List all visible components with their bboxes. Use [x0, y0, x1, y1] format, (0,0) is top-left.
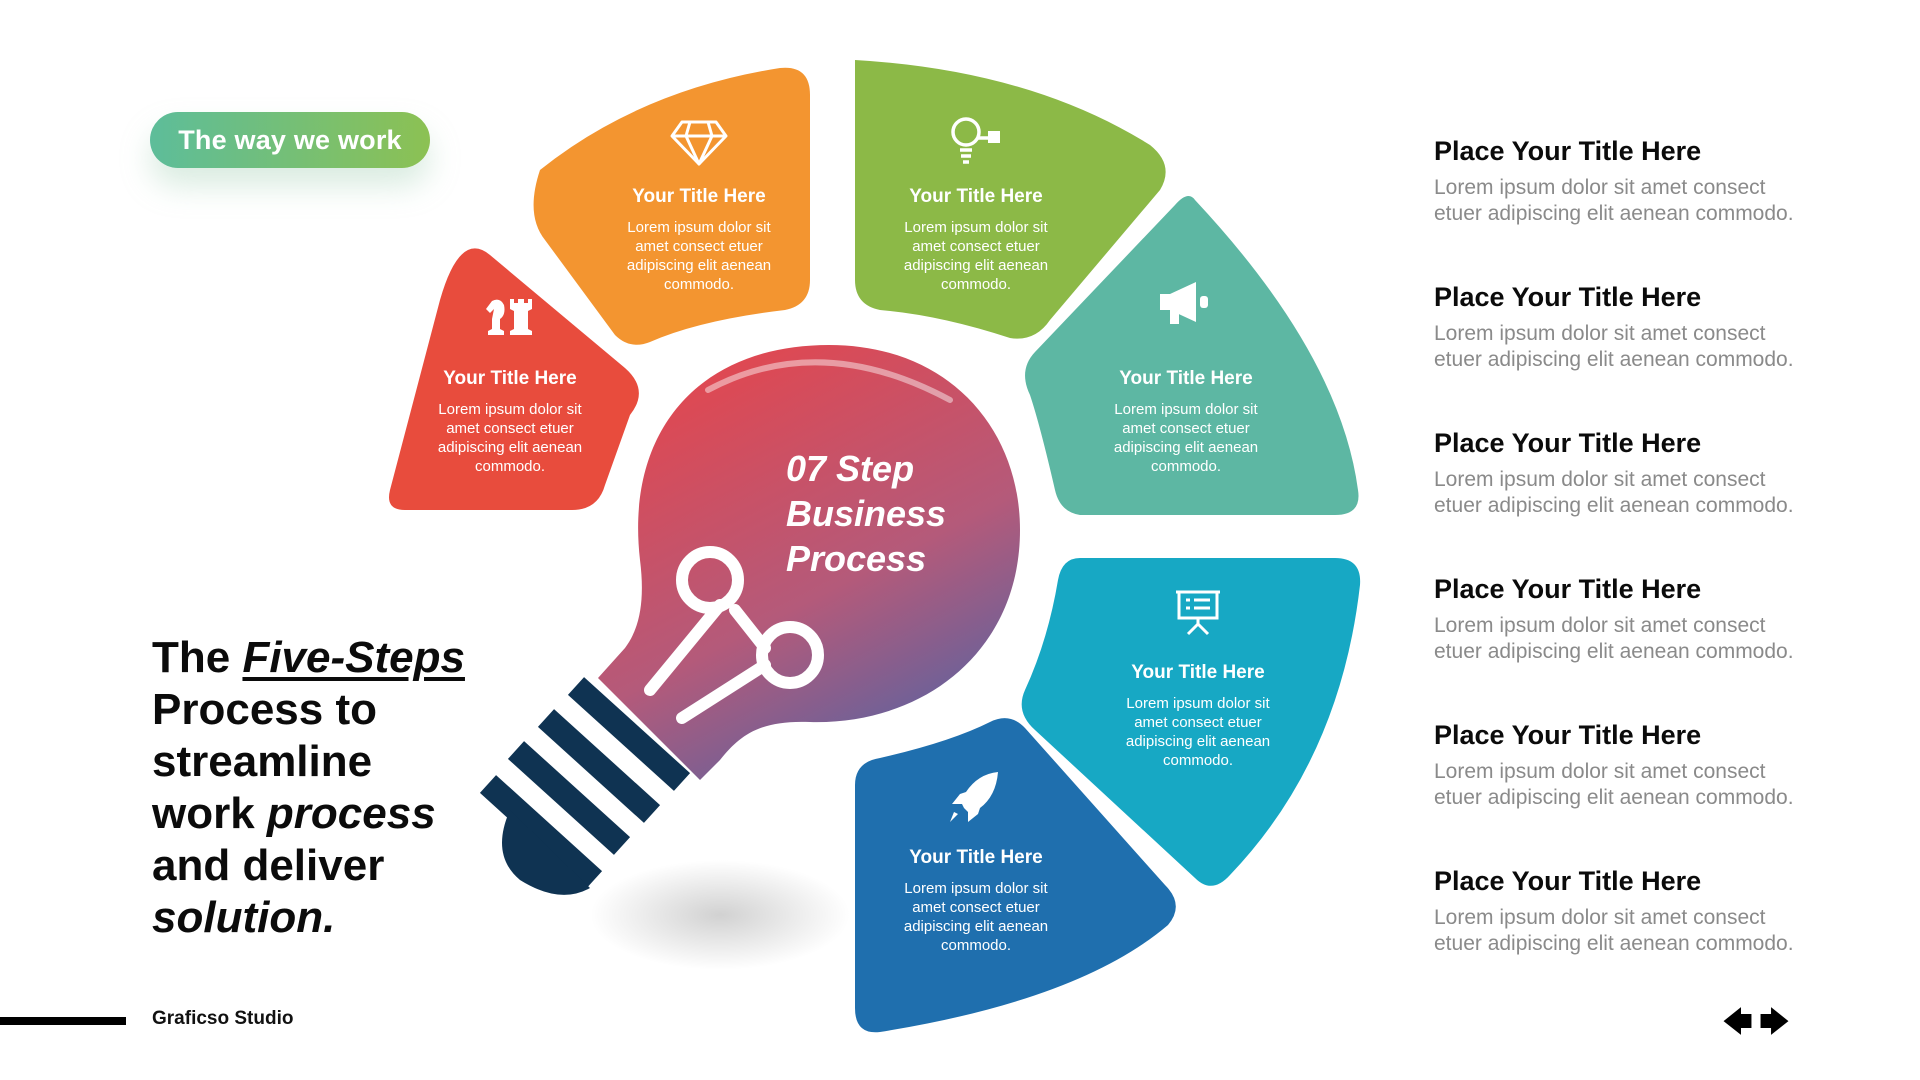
list-item-title: Place Your Title Here — [1434, 428, 1702, 458]
list-item-body: Lorem ipsum dolor sit amet consect etuer… — [1434, 468, 1794, 517]
list-item-title: Place Your Title Here — [1434, 282, 1702, 312]
segment-2-title: Your Title Here — [632, 186, 766, 207]
segment-3-text: Your Title Here Lorem ipsum dolor sit am… — [891, 186, 1061, 294]
list-item-title: Place Your Title Here — [1434, 136, 1702, 166]
chess-icon — [486, 299, 532, 335]
segment-1-text: Your Title Here Lorem ipsum dolor sit am… — [424, 368, 596, 476]
bulb-shadow — [590, 860, 850, 970]
segment-6-body: Lorem ipsum dolor sit amet consect etuer… — [903, 880, 1049, 954]
rocket-icon — [950, 772, 998, 822]
segment-2-text: Your Title Here Lorem ipsum dolor sit am… — [614, 186, 784, 294]
segment-3-title: Your Title Here — [909, 186, 1043, 207]
segment-3-body: Lorem ipsum dolor sit amet consect etuer… — [903, 219, 1049, 293]
lightbulb-icon — [951, 117, 1000, 164]
step-list: Place Your Title Here Lorem ipsum dolor … — [1434, 136, 1834, 1012]
segment-1-body: Lorem ipsum dolor sit amet consect etuer… — [437, 401, 583, 475]
badge-label: The way we work — [178, 124, 402, 155]
headline-line5: and deliver — [152, 841, 385, 890]
list-item: Place Your Title Here Lorem ipsum dolor … — [1434, 282, 1834, 428]
headline-line6: solution. — [152, 893, 336, 942]
headline-line1: The — [152, 633, 243, 682]
segment-2-shape[interactable] — [533, 67, 810, 345]
headline-line3: streamline — [152, 737, 373, 786]
segment-6-text: Your Title Here Lorem ipsum dolor sit am… — [891, 847, 1061, 955]
segment-4-body: Lorem ipsum dolor sit amet consect etuer… — [1113, 401, 1259, 475]
bulb-title-line1: 07 Step — [786, 448, 915, 489]
bulb-title-line2: Business — [786, 493, 947, 534]
list-item-body: Lorem ipsum dolor sit amet consect etuer… — [1434, 176, 1794, 225]
bulb-title-line3: Process — [786, 538, 927, 579]
headline-emphasis: Five-Steps — [242, 633, 465, 682]
presentation-icon — [1176, 590, 1220, 636]
bulb-glass — [598, 345, 1020, 780]
headline-line4-emphasis: process — [266, 789, 436, 838]
segment-5-body: Lorem ipsum dolor sit amet consect etuer… — [1125, 695, 1271, 769]
headline-line2: Process to — [152, 685, 377, 734]
list-item: Place Your Title Here Lorem ipsum dolor … — [1434, 720, 1834, 866]
segment-5-title: Your Title Here — [1131, 662, 1265, 683]
list-item-title: Place Your Title Here — [1434, 866, 1702, 896]
segment-2-body: Lorem ipsum dolor sit amet consect etuer… — [626, 219, 772, 293]
bulb-highlight — [705, 359, 953, 403]
segment-5-shape[interactable] — [1021, 558, 1361, 886]
diamond-icon — [670, 120, 728, 166]
segment-4-shape[interactable] — [1025, 196, 1359, 515]
arrow-right-icon[interactable]: 🡆 — [1759, 1006, 1790, 1039]
list-item-body: Lorem ipsum dolor sit amet consect etuer… — [1434, 322, 1794, 371]
segment-6-title: Your Title Here — [909, 847, 1043, 868]
footer-accent-bar — [0, 1017, 126, 1025]
slide-navigation: 🡄 🡆 — [1722, 1006, 1790, 1039]
list-item-title: Place Your Title Here — [1434, 574, 1702, 604]
segment-5-text: Your Title Here Lorem ipsum dolor sit am… — [1112, 662, 1284, 770]
list-item: Place Your Title Here Lorem ipsum dolor … — [1434, 574, 1834, 720]
segment-1-title: Your Title Here — [443, 368, 577, 389]
bulb-filament — [644, 546, 824, 724]
section-badge: The way we work — [150, 112, 430, 168]
list-item: Place Your Title Here Lorem ipsum dolor … — [1434, 428, 1834, 574]
list-item: Place Your Title Here Lorem ipsum dolor … — [1434, 136, 1834, 282]
arrow-left-icon[interactable]: 🡄 — [1722, 1006, 1753, 1039]
headline: The Five-Steps Process to streamline wor… — [152, 632, 532, 944]
headline-line4: work — [152, 789, 267, 838]
list-item-body: Lorem ipsum dolor sit amet consect etuer… — [1434, 906, 1794, 955]
list-item-title: Place Your Title Here — [1434, 720, 1702, 750]
bulb-cap — [502, 810, 590, 895]
bulb-title: 07 Step Business Process — [786, 446, 986, 581]
segment-4-title: Your Title Here — [1119, 368, 1253, 389]
bulb-base — [479, 677, 691, 889]
segment-4-text: Your Title Here Lorem ipsum dolor sit am… — [1100, 368, 1272, 476]
segment-1-shape[interactable] — [389, 248, 639, 510]
megaphone-icon — [1160, 282, 1208, 324]
list-item-body: Lorem ipsum dolor sit amet consect etuer… — [1434, 614, 1794, 663]
segment-6-shape[interactable] — [855, 718, 1176, 1033]
footer-brand: Graficso Studio — [152, 1008, 294, 1029]
segment-3-shape[interactable] — [855, 60, 1166, 339]
list-item: Place Your Title Here Lorem ipsum dolor … — [1434, 866, 1834, 1012]
list-item-body: Lorem ipsum dolor sit amet consect etuer… — [1434, 760, 1794, 809]
